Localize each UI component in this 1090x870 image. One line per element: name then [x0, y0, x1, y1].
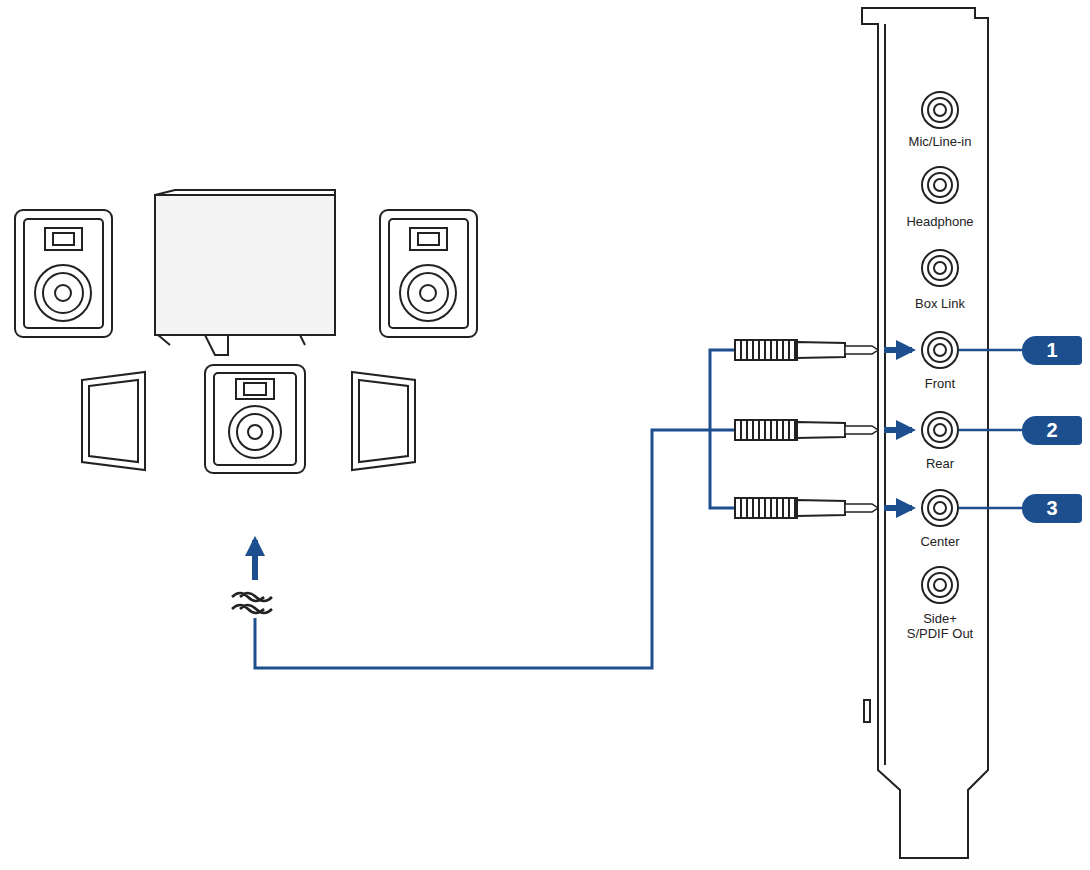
break-symbol — [232, 593, 272, 613]
card-bracket — [862, 8, 988, 858]
audio-jacks — [922, 92, 958, 603]
jack-label: Mic/Line-in — [892, 134, 988, 149]
jack-label: Front — [892, 376, 988, 391]
speaker-set — [15, 190, 477, 473]
callout-text: 3 — [1046, 497, 1057, 520]
up-arrow — [252, 540, 258, 580]
jack-label: Side+ S/PDIF Out — [905, 611, 975, 641]
leader-lines — [959, 350, 1022, 508]
audio-plugs — [735, 340, 912, 518]
callout-number: 2 — [1022, 416, 1082, 445]
callout-text: 1 — [1046, 339, 1057, 362]
callout-text: 2 — [1046, 419, 1057, 442]
jack-label: Rear — [892, 456, 988, 471]
jack-label: Box Link — [892, 296, 988, 311]
callout-number: 1 — [1022, 336, 1082, 365]
cable-wires — [255, 350, 735, 668]
jack-label: Headphone — [892, 214, 988, 229]
callout-number: 3 — [1022, 494, 1082, 523]
jack-label: Center — [892, 534, 988, 549]
